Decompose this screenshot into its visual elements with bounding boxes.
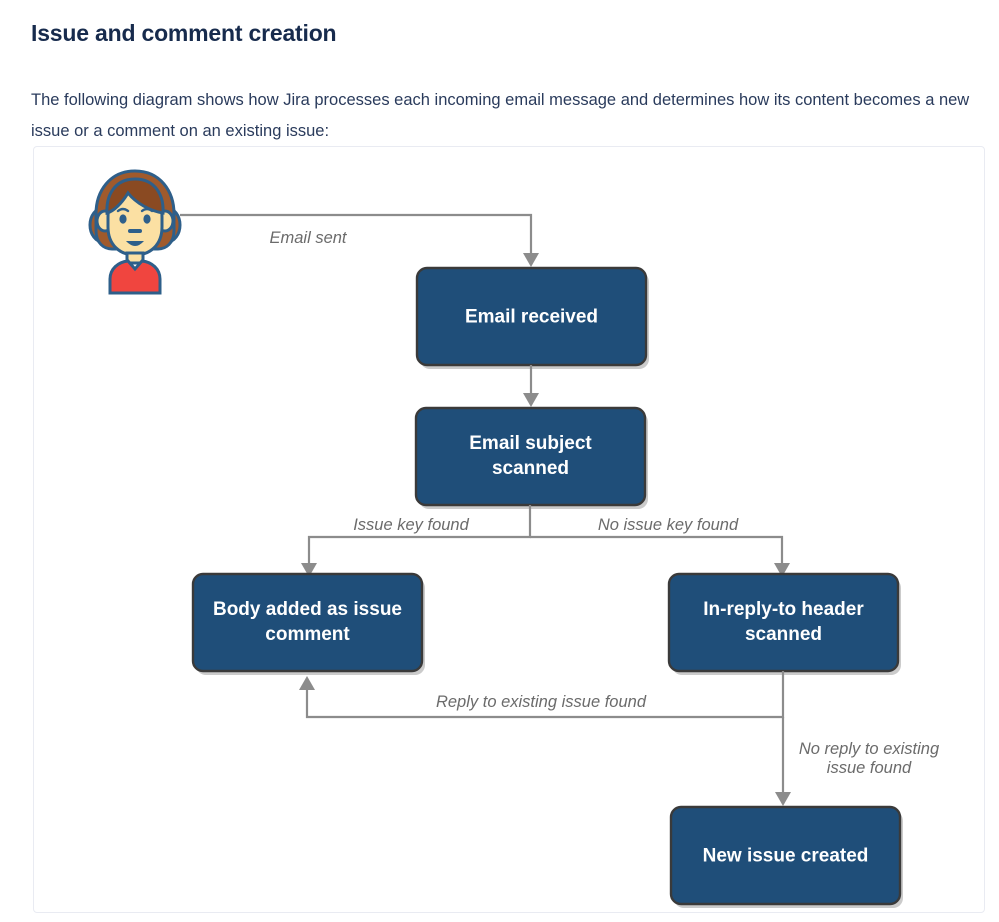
page-title: Issue and comment creation xyxy=(31,20,337,46)
node-label-in-reply-to-1: In-reply-to header xyxy=(703,599,864,620)
edge-email-sent: Email sent xyxy=(180,213,539,267)
edge-label-no-issue-key-found: No issue key found xyxy=(598,516,739,534)
node-new-issue-created[interactable]: New issue created xyxy=(669,805,903,908)
node-in-reply-to-header-scanned[interactable]: In-reply-to header scanned xyxy=(667,572,901,675)
node-label-body-added-1: Body added as issue xyxy=(213,599,402,620)
node-email-received[interactable]: Email received xyxy=(415,266,649,369)
edge-no-issue-key-found: No issue key found xyxy=(530,516,790,577)
edge-received-to-subject xyxy=(523,365,539,407)
edge-label-no-reply-1: No reply to existing xyxy=(799,740,940,758)
node-email-subject-scanned[interactable]: Email subject scanned xyxy=(414,406,648,509)
edge-issue-key-found: Issue key found xyxy=(301,505,532,577)
edge-no-reply-to-existing-issue-found: No reply to existing issue found xyxy=(775,717,940,806)
node-label-new-issue-created: New issue created xyxy=(703,846,869,867)
node-label-email-subject-scanned-1: Email subject xyxy=(469,433,592,454)
edge-label-no-reply-2: issue found xyxy=(827,759,912,777)
node-label-in-reply-to-2: scanned xyxy=(745,624,822,645)
node-label-email-received: Email received xyxy=(465,307,598,328)
edge-label-email-sent: Email sent xyxy=(269,229,347,247)
intro-paragraph: The following diagram shows how Jira pro… xyxy=(31,90,970,140)
node-label-body-added-2: comment xyxy=(265,624,350,645)
edge-label-reply-to-existing-issue-found: Reply to existing issue found xyxy=(436,693,647,711)
node-body-added-as-issue-comment[interactable]: Body added as issue comment xyxy=(191,572,425,675)
flowchart: Email sent Email received Email subject … xyxy=(88,169,940,908)
node-label-email-subject-scanned-2: scanned xyxy=(492,458,569,479)
edge-reply-to-existing-issue-found: Reply to existing issue found xyxy=(299,671,785,719)
diagram-panel: Email sent Email received Email subject … xyxy=(33,146,985,913)
user-avatar xyxy=(88,169,182,295)
edge-label-issue-key-found: Issue key found xyxy=(353,516,469,534)
